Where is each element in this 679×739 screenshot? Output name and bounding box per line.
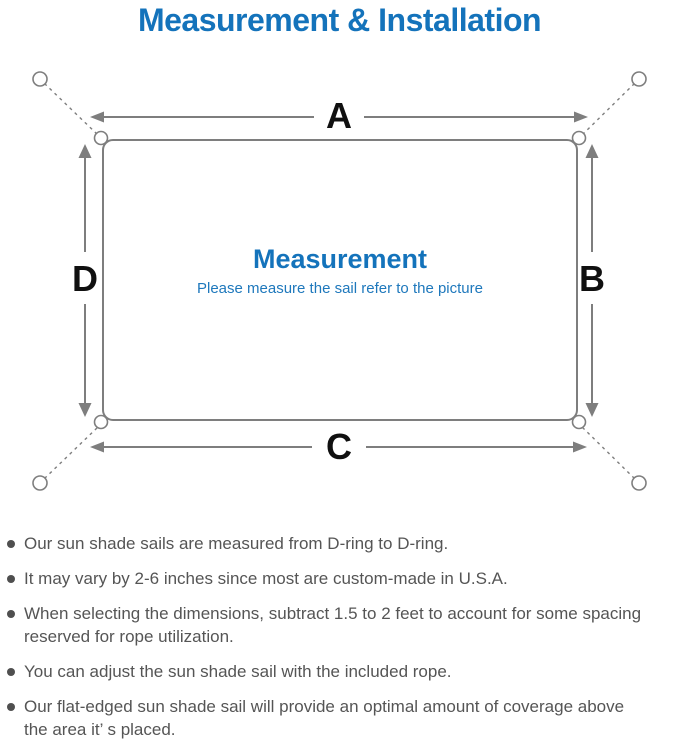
- dimension-arrow-d: [78, 144, 92, 417]
- bullet-dot-icon: [7, 703, 15, 711]
- dimension-label-d: D: [72, 258, 98, 299]
- bullet-dot-icon: [7, 610, 15, 618]
- note-text: Our flat-edged sun shade sail will provi…: [24, 697, 625, 739]
- sail-measurement-diagram: A B C D Measurement Please measure the s…: [32, 71, 647, 491]
- page-title: Measurement & Installation: [137, 2, 542, 38]
- diagram-center-heading: Measurement: [253, 244, 427, 274]
- list-item: Our sun shade sails are measured from D-…: [7, 532, 673, 555]
- dimension-label-a: A: [326, 95, 352, 136]
- dimension-arrow-a: [90, 111, 588, 123]
- rope-bottom-right: [580, 425, 635, 479]
- note-text: Our sun shade sails are measured from D-…: [24, 534, 449, 553]
- rope-top-right: [580, 83, 635, 137]
- bullet-dot-icon: [7, 575, 15, 583]
- list-item: You can adjust the sun shade sail with t…: [7, 660, 673, 683]
- list-item: Our flat-edged sun shade sail will provi…: [7, 695, 673, 739]
- anchor-ring-icon-top-left: [32, 71, 48, 87]
- dimension-label-c: C: [326, 426, 352, 467]
- rope-bottom-left: [44, 425, 100, 480]
- dimension-label-b: B: [579, 258, 605, 299]
- anchor-ring-icons: [32, 71, 647, 491]
- dimension-arrow-b: [585, 144, 599, 417]
- d-ring-icon-bottom-right: [571, 414, 587, 430]
- bullet-dot-icon: [7, 668, 15, 676]
- diagram-center-subtitle: Please measure the sail refer to the pic…: [197, 280, 483, 297]
- bullet-dot-icon: [7, 540, 15, 548]
- dimension-arrow-c: [90, 441, 587, 453]
- list-item: When selecting the dimensions, subtract …: [7, 602, 673, 648]
- note-text: When selecting the dimensions, subtract …: [24, 604, 642, 646]
- anchor-ring-icon-bottom-left: [32, 475, 48, 491]
- anchor-ring-icon-bottom-right: [631, 475, 647, 491]
- list-item: It may vary by 2-6 inches since most are…: [7, 567, 673, 590]
- sail-outline: [102, 139, 578, 421]
- note-text: It may vary by 2-6 inches since most are…: [24, 569, 508, 588]
- anchor-ring-icon-top-right: [631, 71, 647, 87]
- d-ring-icon-top-right: [571, 130, 587, 146]
- rope-dashed-lines: [44, 82, 635, 480]
- d-ring-icon-top-left: [93, 130, 109, 146]
- d-ring-icon-bottom-left: [93, 414, 109, 430]
- measurement-notes-list: Our sun shade sails are measured from D-…: [7, 532, 673, 739]
- note-text: You can adjust the sun shade sail with t…: [24, 662, 452, 681]
- d-ring-icons: [93, 130, 587, 430]
- rope-top-left: [44, 82, 100, 137]
